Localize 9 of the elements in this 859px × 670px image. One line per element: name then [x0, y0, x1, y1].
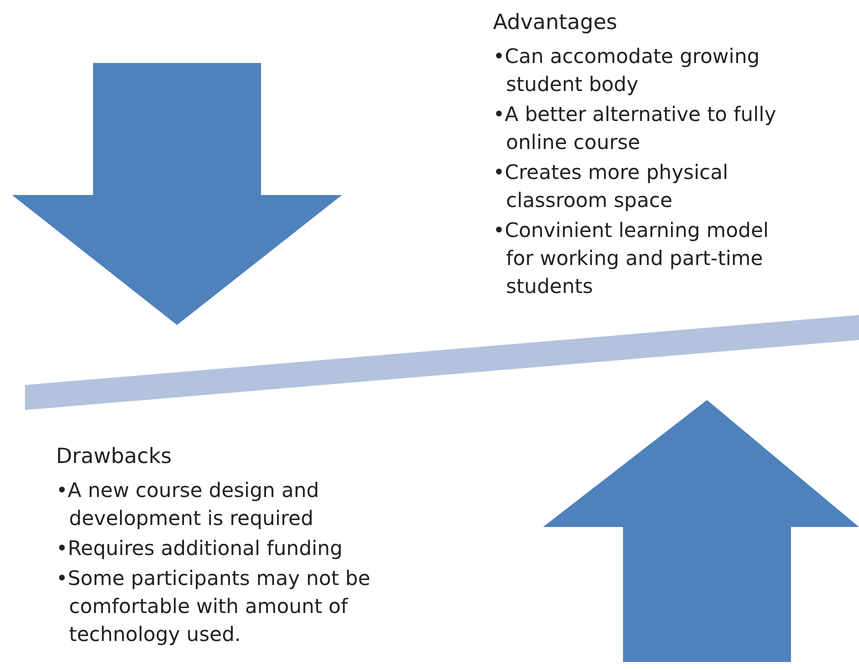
bullet-point: •Can accomodate growing student body	[493, 43, 761, 98]
bullet-point: •Requires additional funding	[56, 535, 344, 562]
bullet-point: •A better alternative to fully online course	[493, 101, 778, 156]
bullet-point: •A new course design and development is required	[56, 477, 320, 532]
bullet-point: •Convinient learning model for working and part-time students	[493, 217, 770, 300]
section-heading: Drawbacks	[56, 444, 172, 468]
bullet-point: •Creates more physical classroom space	[493, 159, 730, 214]
section-heading: Advantages	[493, 10, 618, 34]
bullet-point: •Some participants may not be comfortable with amount of technology used.	[56, 565, 372, 648]
